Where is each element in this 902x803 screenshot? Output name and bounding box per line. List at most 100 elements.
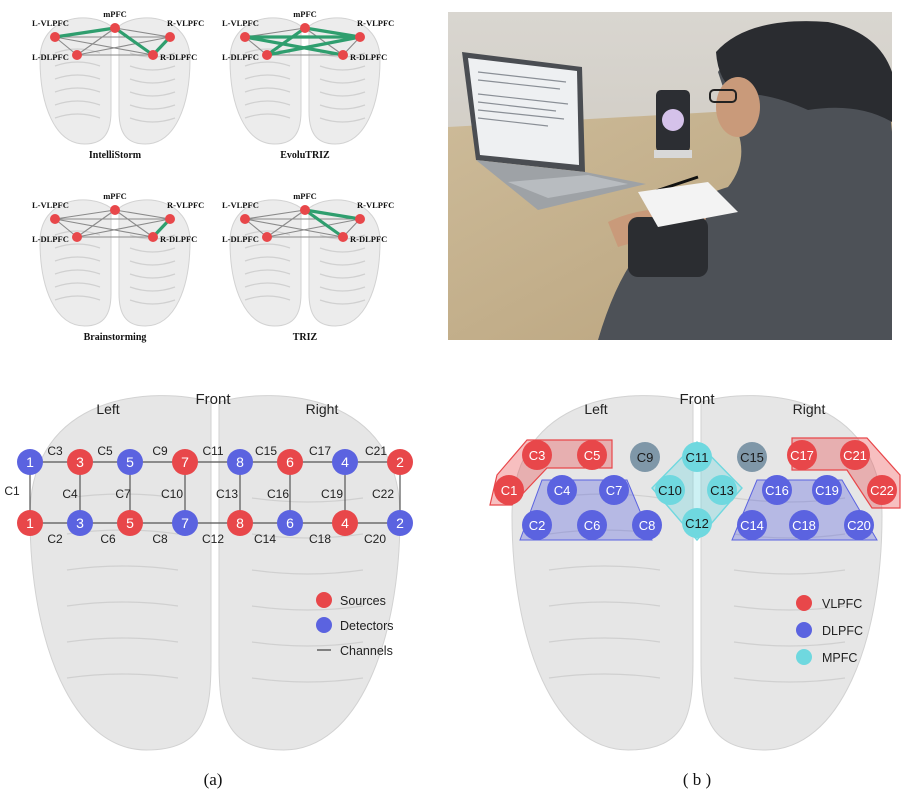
brain-hemisphere: [39, 199, 112, 327]
network-edge: [244, 218, 344, 238]
brain-sulcus: [129, 65, 176, 71]
dlpfc-channel-label: C2: [529, 518, 546, 533]
dlpfc-channel-label: C19: [815, 483, 839, 498]
left-label: Left: [96, 401, 119, 417]
channel-label: C3: [47, 444, 63, 458]
legend-label: VLPFC: [822, 597, 862, 611]
source-optode-number: 3: [76, 454, 84, 470]
legend-mpfc-marker: [796, 649, 812, 665]
right-label: Right: [306, 401, 339, 417]
mpfc-channel-label: C12: [685, 516, 709, 531]
brain-sulcus: [733, 677, 846, 683]
channel-label: C21: [365, 444, 387, 458]
network-node-lvl: [50, 214, 60, 224]
network-label-ldl: L-DLPFC: [222, 52, 259, 62]
dlpfc-channel-label: C18: [792, 518, 816, 533]
brain-sulcus: [129, 260, 176, 266]
network-edge-significant: [304, 26, 361, 39]
dlpfc-channel: [577, 510, 607, 540]
brain-sulcus: [54, 243, 101, 249]
brain-sulcus: [319, 117, 366, 123]
channel-label: C13: [216, 487, 238, 501]
network-node-lvl: [240, 32, 250, 42]
network-label-mpfc: mPFC: [103, 191, 127, 201]
network-node-rdl: [338, 50, 348, 60]
brain-sulcus: [244, 282, 291, 288]
brain-sulcus: [548, 673, 661, 679]
detector-optode-number: 5: [126, 454, 134, 470]
network-label-rvl: R-VLPFC: [357, 200, 394, 210]
network-edge-significant: [114, 26, 154, 57]
dlpfc-channel: [632, 510, 662, 540]
dlpfc-channel: [789, 510, 819, 540]
dlpfc-channel-label: C7: [606, 483, 623, 498]
vlpfc-channel-label: C17: [790, 448, 814, 463]
channel-label: C11: [202, 444, 223, 458]
brain-sulcus: [54, 282, 101, 288]
brain-sulcus: [244, 243, 291, 249]
front-label: Front: [195, 391, 231, 408]
detector-optode: [67, 510, 93, 536]
brain-sulcus: [244, 295, 291, 301]
source-optode: [17, 510, 43, 536]
channel-label: C9: [152, 444, 168, 458]
network-node-rvl: [165, 32, 175, 42]
brain-sulcus: [129, 273, 176, 279]
source-optode: [67, 449, 93, 475]
right-label: Right: [793, 401, 826, 417]
channel-label: C5: [97, 444, 113, 458]
network-brain: [229, 199, 381, 327]
legend-detector-marker: [796, 622, 812, 638]
network-caption: EvoluTRIZ: [280, 150, 330, 161]
network-edge-significant: [244, 35, 344, 57]
network-label-rvl: R-VLPFC: [167, 200, 204, 210]
network-edge: [54, 36, 154, 56]
channel-label: C7: [115, 487, 131, 501]
dlpfc-channel: [737, 510, 767, 540]
vlpfc-channel: [494, 475, 524, 505]
brain-sulcus: [244, 61, 291, 67]
brain-sulcus: [66, 565, 179, 571]
dlpfc-channel-label: C6: [584, 518, 601, 533]
brain-sulcus: [129, 247, 176, 253]
channel-label: C10: [161, 487, 183, 501]
network-node-rdl: [148, 50, 158, 60]
panel-a-brain: [29, 395, 401, 751]
brain-hemisphere: [29, 395, 212, 751]
other-channel: [737, 442, 767, 472]
network-edge: [244, 209, 306, 220]
vlpfc-channel: [577, 440, 607, 470]
brain-sulcus: [54, 87, 101, 93]
brain-sulcus: [319, 273, 366, 279]
source-optode: [332, 510, 358, 536]
network-brain: [39, 17, 191, 145]
brain-hemisphere: [39, 17, 112, 145]
source-optode: [172, 449, 198, 475]
network-edge-significant: [266, 26, 306, 57]
brain-sulcus: [54, 61, 101, 67]
network-node-mpfc: [110, 205, 120, 215]
vlpfc-channel-label: C1: [501, 483, 518, 498]
participant-figure: [598, 21, 892, 340]
dlpfc-channel-label: C8: [639, 518, 656, 533]
source-optode-number: 1: [26, 515, 34, 531]
brain-sulcus: [548, 565, 661, 571]
channel-label: C20: [364, 532, 386, 546]
brain-sulcus: [244, 269, 291, 275]
detector-optode-number: 6: [286, 515, 294, 531]
mpfc-channel: [707, 475, 737, 505]
channel-label: C22: [372, 487, 394, 501]
brain-sulcus: [54, 295, 101, 301]
experiment-photo-svg: [448, 12, 892, 340]
detector-optode: [117, 449, 143, 475]
network-node-ldl: [72, 232, 82, 242]
brain-sulcus: [54, 269, 101, 275]
laptop-icon: [462, 52, 646, 210]
vlpfc-channel-label: C22: [870, 483, 894, 498]
channel-label: C12: [202, 532, 224, 546]
legend-label: Detectors: [340, 619, 394, 633]
